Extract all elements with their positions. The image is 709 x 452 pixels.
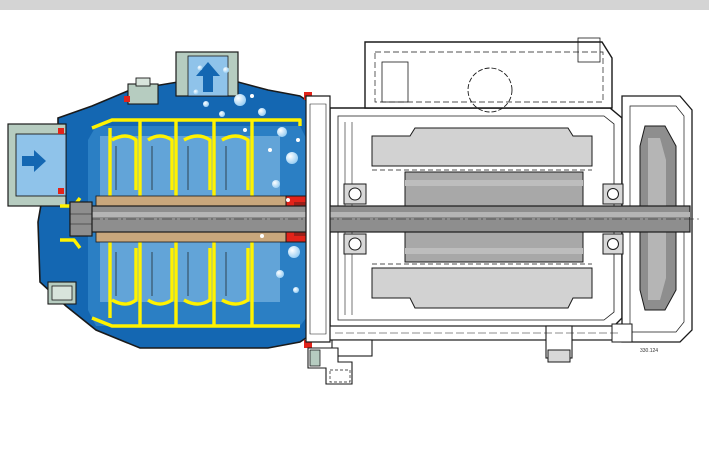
pump-bracket	[307, 347, 353, 385]
terminal-box	[364, 37, 613, 113]
motor-flange	[305, 95, 331, 343]
inlet-arrow	[22, 150, 46, 172]
air-bubbles	[193, 65, 300, 293]
mounting-foot	[321, 323, 633, 363]
front-bearing	[343, 183, 367, 255]
arrow-right-icon	[22, 150, 46, 172]
impeller-outlines	[115, 146, 227, 296]
drawing-code: 330.124	[640, 348, 658, 354]
impeller-stages	[60, 118, 302, 328]
rear-bearing	[602, 183, 624, 255]
drain-plug	[47, 281, 77, 305]
shaft-nut	[69, 201, 93, 237]
stator	[371, 127, 593, 309]
fill-plug	[127, 77, 159, 105]
shaft	[69, 205, 700, 233]
top-strip	[0, 0, 709, 10]
